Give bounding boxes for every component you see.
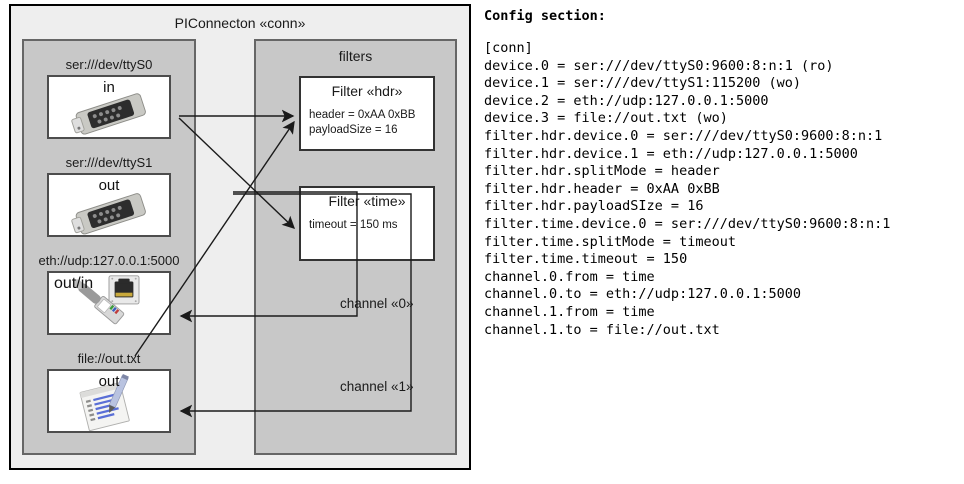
device-caption: eth://udp:127.0.0.1:5000 (38, 253, 180, 268)
device-direction-label: out/in (54, 275, 94, 292)
config-heading: Config section: (484, 8, 606, 24)
device-item-ttys0[interactable]: ser:///dev/ttyS0 in (36, 57, 182, 139)
text-file-icon (79, 374, 130, 431)
device-card[interactable]: in (47, 75, 171, 139)
filter-property: payloadSize = 16 (309, 124, 398, 136)
connector-diagram: PIConnecton «conn» ser:///dev/ttyS0 in (9, 4, 471, 470)
serial-port-icon (71, 93, 146, 135)
device-caption: ser:///dev/ttyS1 (65, 155, 153, 170)
filter-property: timeout = 150 ms (309, 219, 398, 231)
device-direction-label: out (98, 373, 120, 390)
filter-title: Filter «hdr» (331, 83, 403, 99)
filters-group: filters Filter «hdr» header = 0xAA 0xBB … (254, 39, 457, 455)
ethernet-jack-icon (73, 275, 140, 325)
channel-1-label: channel «1» (340, 379, 414, 394)
filter-property: header = 0xAA 0xBB (309, 109, 416, 121)
device-caption: file://out.txt (77, 351, 141, 366)
device-card[interactable]: out (47, 369, 171, 433)
config-text: [conn] device.0 = ser:///dev/ttyS0:9600:… (484, 40, 891, 338)
device-card[interactable]: out (47, 173, 171, 237)
filter-time-box[interactable]: Filter «time» timeout = 150 ms (299, 186, 435, 261)
device-item-file[interactable]: file://out.txt out (36, 351, 182, 433)
config-section-pane: Config section: [conn] device.0 = ser://… (482, 0, 962, 484)
filter-hdr-box[interactable]: Filter «hdr» header = 0xAA 0xBB payloadS… (299, 76, 435, 151)
device-item-eth[interactable]: eth://udp:127.0.0.1:5000 out/in (19, 253, 199, 335)
page-title: PIConnecton «conn» (174, 15, 306, 31)
channel-0-label: channel «0» (340, 296, 414, 311)
device-caption: ser:///dev/ttyS0 (65, 57, 153, 72)
device-card[interactable]: out/in (47, 271, 171, 335)
filters-group-title: filters (338, 48, 373, 64)
filter-title: Filter «time» (328, 193, 406, 209)
device-direction-label: in (103, 79, 115, 96)
device-item-ttys1[interactable]: ser:///dev/ttyS1 out (36, 155, 182, 237)
device-direction-label: out (98, 177, 120, 194)
devices-group: ser:///dev/ttyS0 in (22, 39, 196, 455)
